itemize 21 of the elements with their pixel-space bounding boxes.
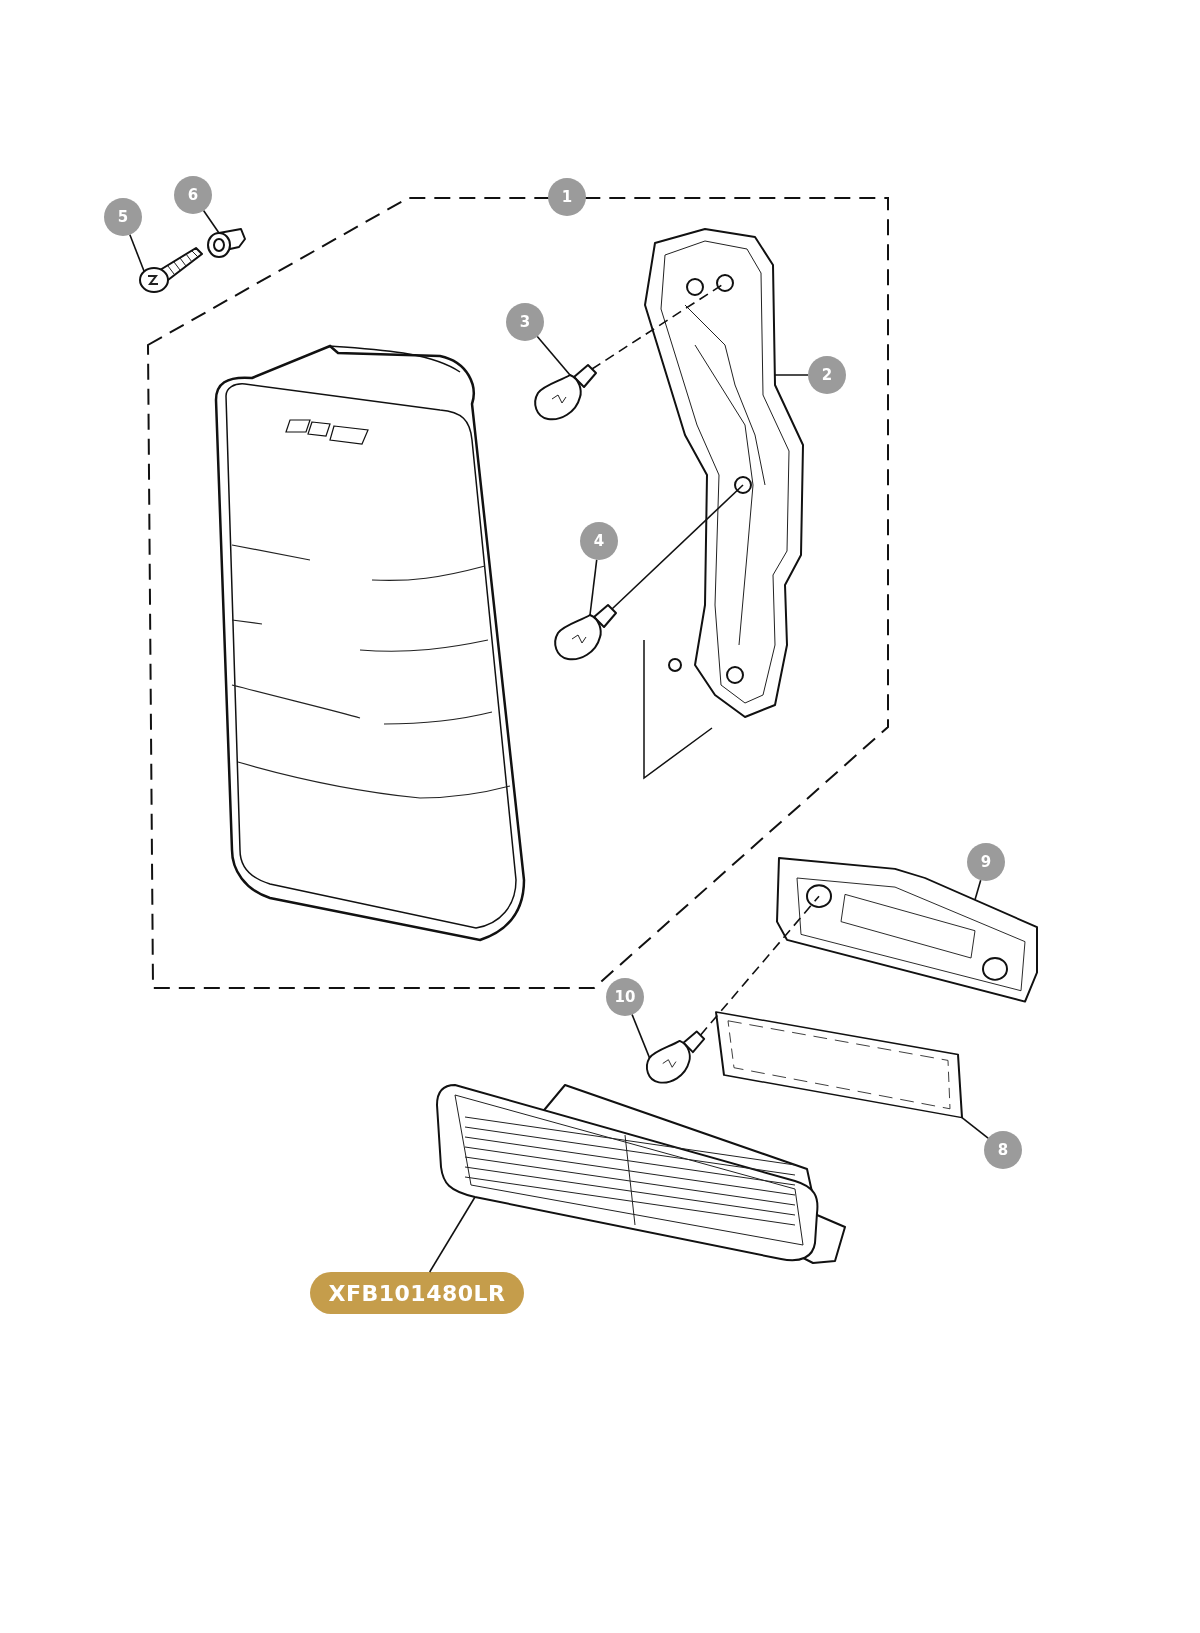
callout-number: 1 xyxy=(548,178,586,216)
callout-number: 8 xyxy=(984,1131,1022,1169)
guide-line xyxy=(699,895,820,1036)
callout-number: 3 xyxy=(506,303,544,341)
leader-line xyxy=(961,1116,989,1139)
leader-line xyxy=(428,1196,476,1273)
part-number-label: XFB101480LR xyxy=(310,1272,524,1314)
callout-number: 2 xyxy=(808,356,846,394)
guide-line xyxy=(611,484,744,610)
leader-line xyxy=(631,1013,651,1059)
clip-nut-drawing xyxy=(205,225,247,260)
leader-line xyxy=(589,559,598,616)
leader-line xyxy=(974,879,982,901)
callout-number: 10 xyxy=(606,978,644,1016)
leader-line xyxy=(129,233,145,272)
leader-line xyxy=(202,209,220,234)
leader-line xyxy=(536,335,571,376)
callout-number: 9 xyxy=(967,843,1005,881)
callout-number: 6 xyxy=(174,176,212,214)
callout-number: 5 xyxy=(104,198,142,236)
callout-number: 4 xyxy=(580,522,618,560)
